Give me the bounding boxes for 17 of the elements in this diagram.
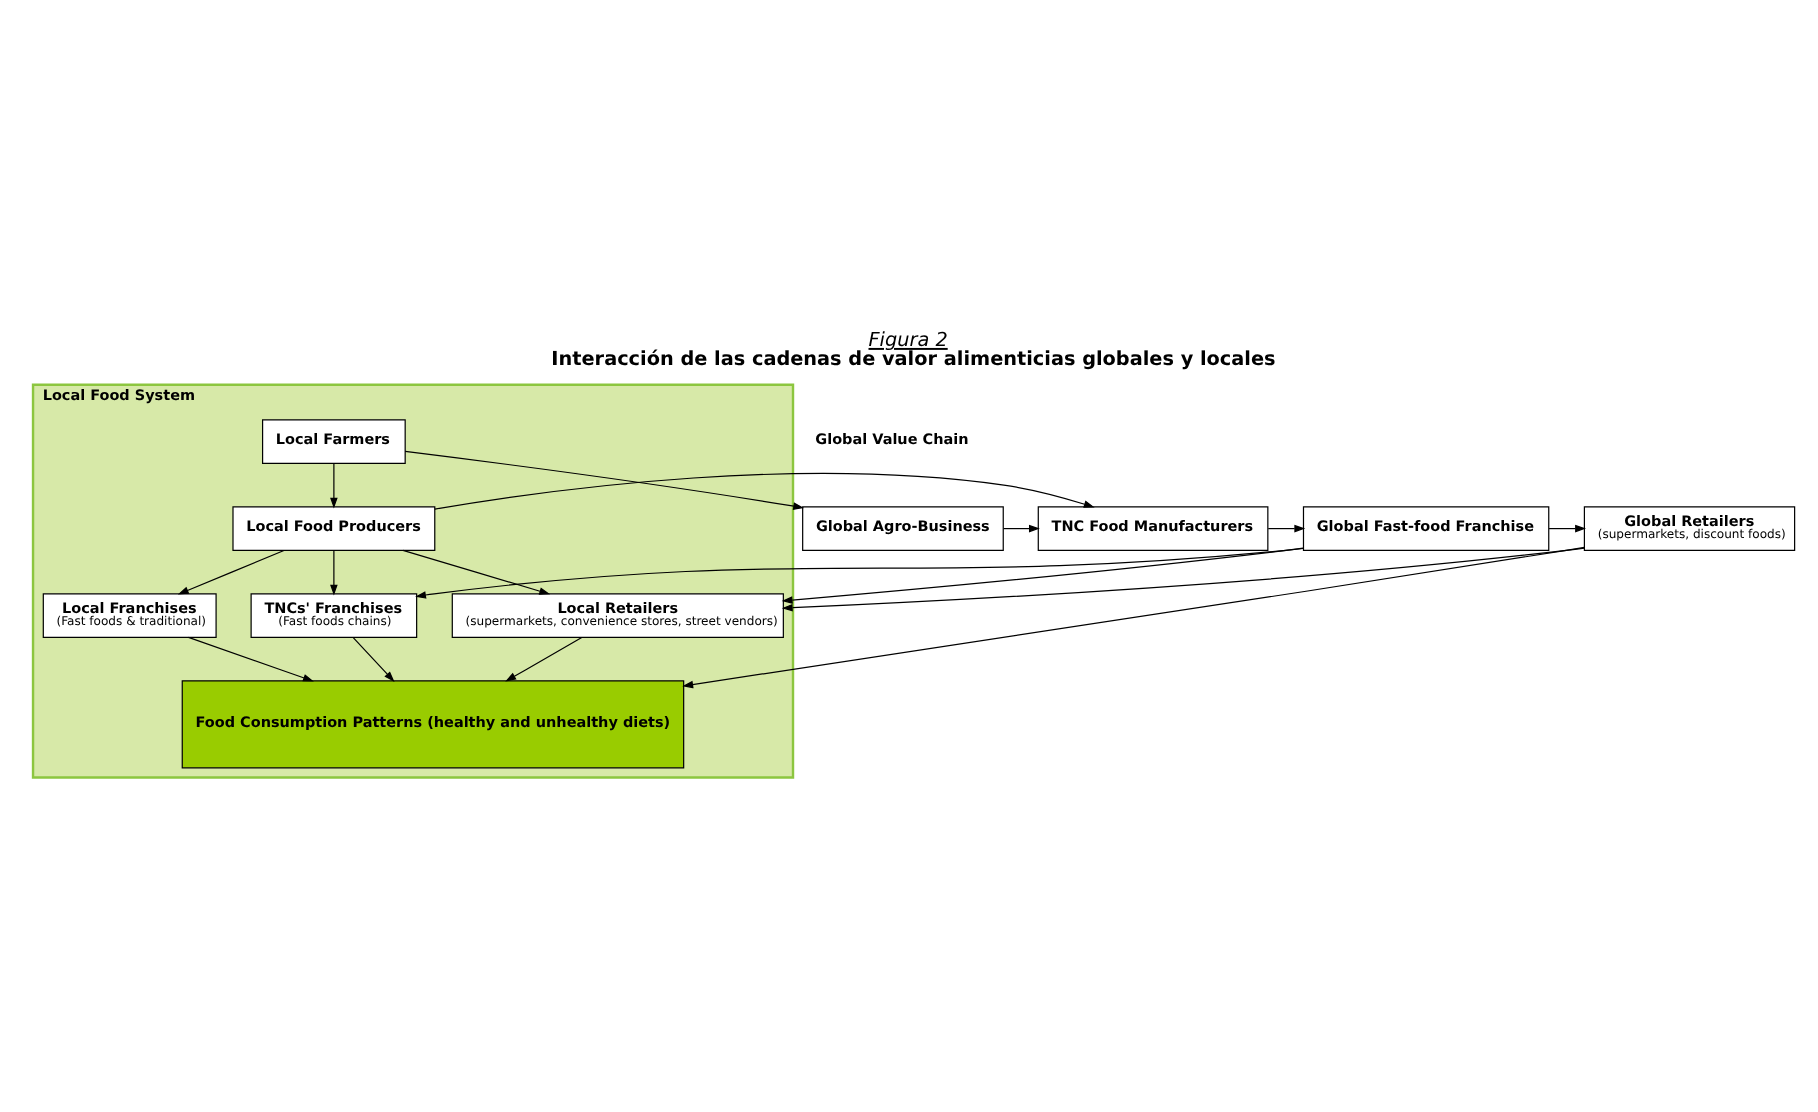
- arrow: [505, 635, 583, 681]
- arrow: [1003, 523, 1040, 532]
- diagram-title: Interacción de las cadenas de valor alimenticias globales y locales: [551, 348, 1276, 371]
- arrow: [404, 449, 805, 509]
- arrow: [330, 462, 338, 508]
- arrow: [177, 548, 285, 594]
- arrow: [1267, 523, 1306, 532]
- arrow: [781, 546, 1585, 611]
- arrow: [682, 545, 1585, 688]
- arrow: [402, 548, 551, 594]
- arrow: [330, 549, 338, 595]
- arrow: [434, 472, 1095, 509]
- arrow: [1548, 523, 1586, 532]
- arrow: [352, 636, 395, 681]
- arrow: [187, 635, 314, 681]
- arrow: [415, 546, 1304, 598]
- caption: Figura 2: [868, 328, 948, 351]
